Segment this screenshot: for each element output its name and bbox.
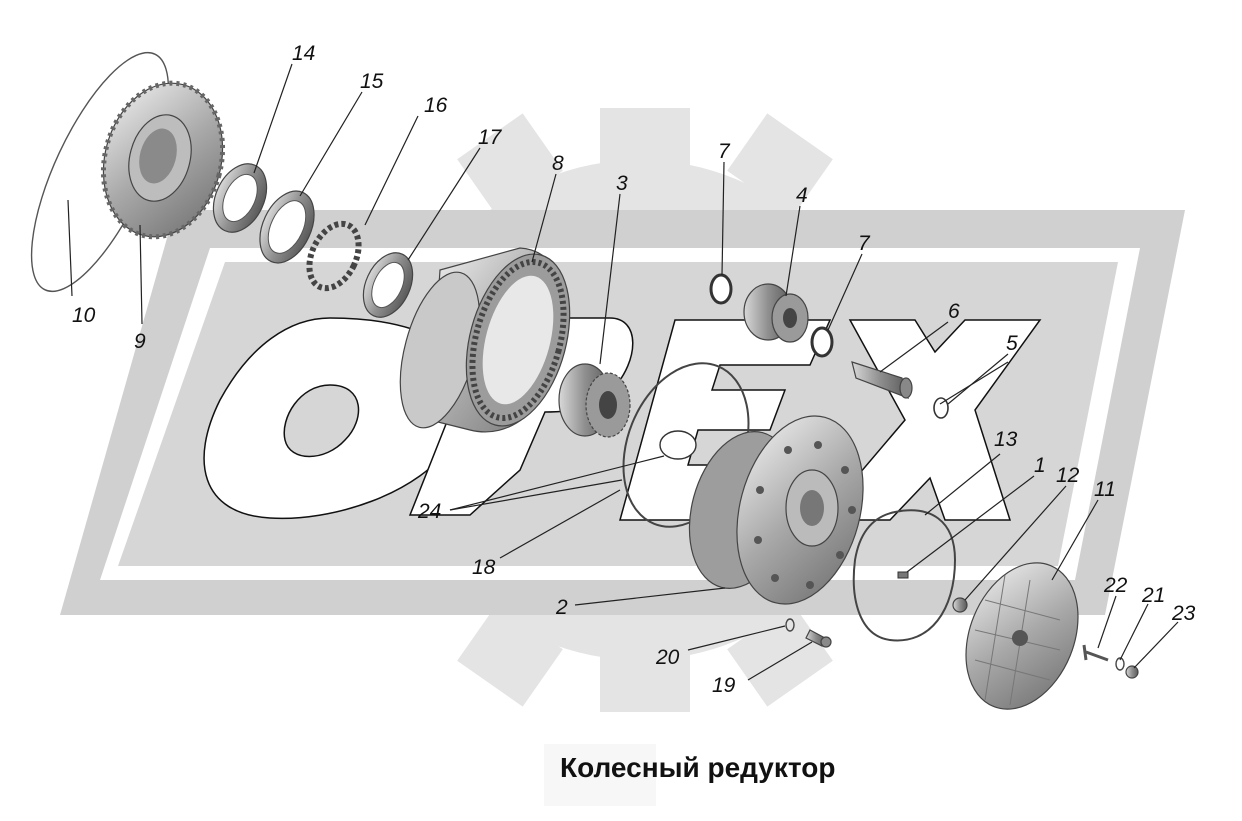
callout-17: 17 [478, 126, 503, 149]
caption-background [544, 744, 656, 806]
callout-10: 10 [72, 304, 96, 327]
callout-22: 22 [1103, 574, 1128, 597]
part-11-cover [965, 562, 1079, 710]
part-1-pin [897, 571, 909, 579]
part-2-carrier [688, 415, 864, 605]
part-21-washer [1115, 657, 1125, 671]
callout-7b: 7 [858, 232, 871, 255]
part-12-plug [952, 597, 968, 613]
callout-12: 12 [1056, 464, 1080, 487]
callout-16: 16 [424, 94, 448, 117]
callout-11: 11 [1094, 478, 1116, 501]
callout-2: 2 [555, 596, 568, 619]
part-19-bolt [805, 629, 832, 648]
part-9-hub [100, 80, 226, 240]
callout-19: 19 [712, 674, 736, 697]
callout-13: 13 [994, 428, 1018, 451]
callout-24: 24 [417, 500, 441, 523]
part-23-nut [1125, 665, 1139, 679]
part-5-retaining-ring [933, 397, 949, 419]
callout-4: 4 [796, 184, 808, 207]
callout-21: 21 [1141, 584, 1165, 607]
part-13-gasket [852, 509, 957, 642]
part-16-lock-washer [306, 220, 362, 292]
leader-lines [67, 63, 1179, 681]
diagram-caption: Колесный редуктор [560, 752, 836, 783]
callout-18: 18 [472, 556, 496, 579]
part-22-bolt [1082, 644, 1109, 662]
callout-20: 20 [655, 646, 680, 669]
callout-14: 14 [292, 42, 315, 65]
part-6-axle-pin [851, 361, 913, 399]
part-7b-spacer [810, 326, 834, 358]
callout-23: 23 [1171, 602, 1196, 625]
part-4-gear [743, 283, 809, 343]
callout-9: 9 [134, 330, 146, 353]
part-8-ring-gear [399, 247, 571, 433]
callout-8: 8 [552, 152, 564, 175]
callout-7a: 7 [718, 140, 731, 163]
callout-1: 1 [1034, 454, 1046, 477]
callout-3: 3 [616, 172, 628, 195]
callout-5: 5 [1006, 332, 1018, 355]
part-20-pin [785, 618, 795, 632]
callouts: 10 9 14 15 16 17 8 3 7 4 7 6 5 24 18 2 1… [72, 42, 1196, 697]
part-3-gear [558, 363, 631, 438]
part-7a-spacer [709, 273, 733, 305]
callout-15: 15 [360, 70, 384, 93]
callout-6: 6 [948, 300, 960, 323]
part-24-disc [659, 430, 697, 460]
